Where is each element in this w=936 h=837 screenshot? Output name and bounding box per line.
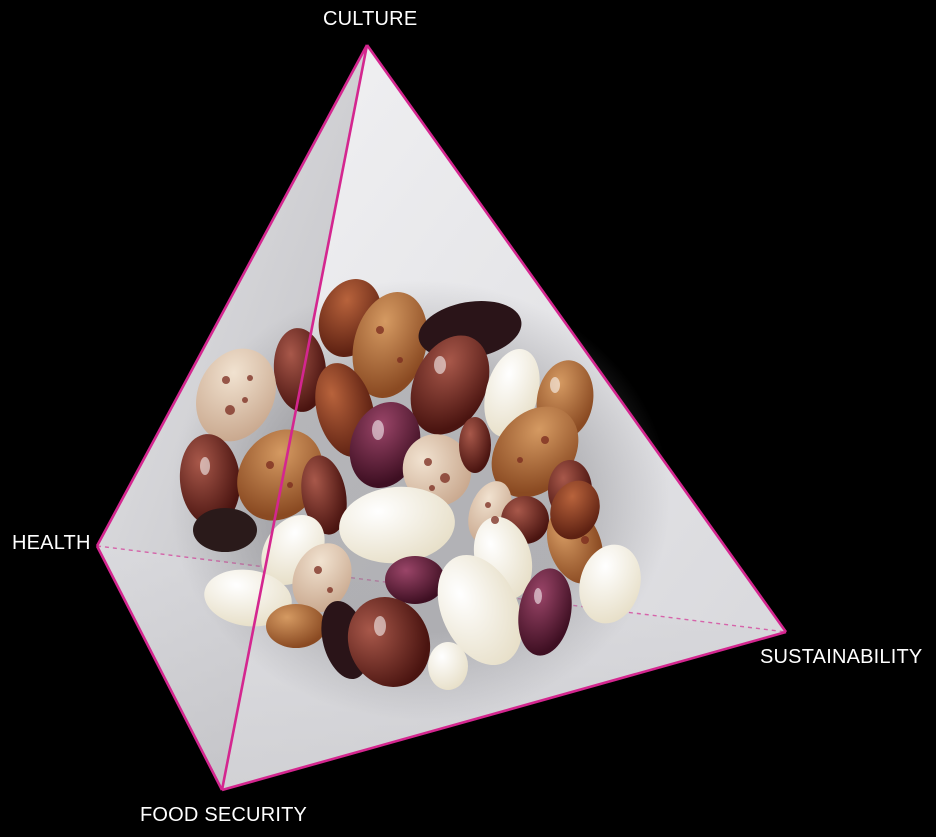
- vertex-label-sustainability: SUSTAINABILITY: [760, 646, 922, 669]
- vertex-label-health: HEALTH: [12, 532, 91, 555]
- vertex-label-food-security: FOOD SECURITY: [140, 804, 307, 827]
- vertex-label-culture: CULTURE: [323, 8, 417, 31]
